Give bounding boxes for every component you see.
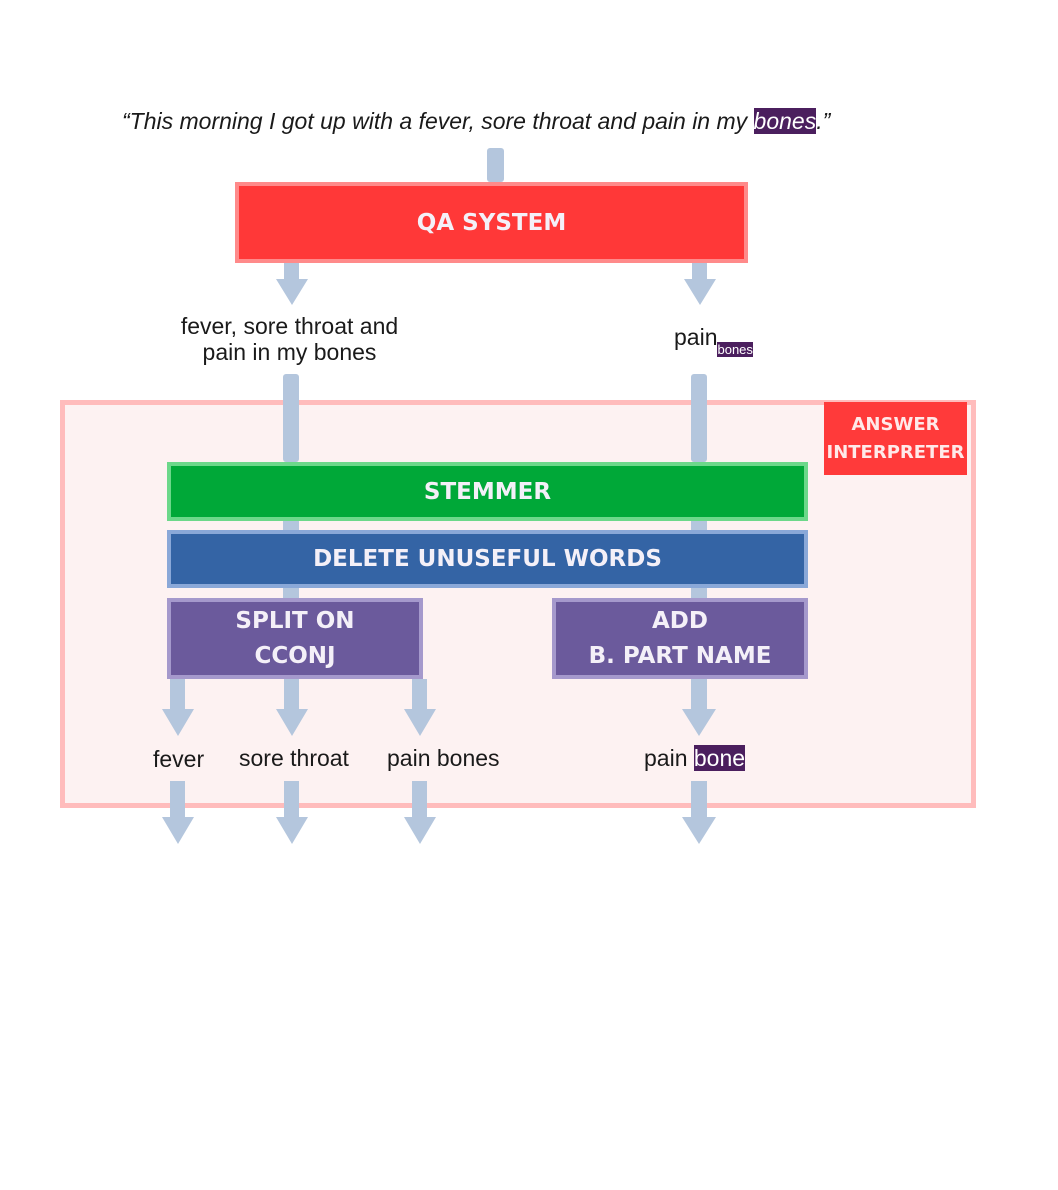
arrow-split-to-sore-throat [276, 679, 308, 736]
qa-output-right: painbones [674, 324, 753, 357]
input-quote: “This morning I got up with a fever, sor… [122, 108, 830, 135]
output-pain-bones: pain bones [387, 745, 500, 771]
quote-text-after: .” [816, 108, 831, 134]
connector-left-to-stemmer [283, 374, 299, 462]
delete-unuseful-words-label: DELETE UNUSEFUL WORDS [313, 546, 662, 572]
add-label-line1: ADD [652, 607, 708, 634]
answer-interpreter-label: ANSWER INTERPRETER [824, 402, 967, 475]
answer-interpreter-label-line1: ANSWER [851, 413, 940, 435]
split-label-line2: CCONJ [254, 642, 336, 669]
connector-stemmer-delete-right [691, 521, 707, 530]
split-label-line1: SPLIT ON [235, 607, 355, 634]
quote-highlight-word: bones [753, 108, 817, 134]
connector-delete-split [283, 588, 299, 598]
qa-output-left-line1: fever, sore throat and [180, 313, 399, 339]
output-bone-highlight: bone [693, 745, 746, 771]
output-sore-throat: sore throat [239, 745, 349, 771]
stemmer-label: STEMMER [423, 478, 552, 505]
delete-unuseful-words-box: DELETE UNUSEFUL WORDS [167, 530, 808, 588]
arrow-add-to-pain-bone [682, 679, 716, 736]
qa-output-right-word: pain [674, 324, 718, 350]
quote-text-before: “This morning I got up with a fever, sor… [122, 108, 754, 134]
arrow-qa-to-left-output [276, 263, 308, 305]
qa-system-box: QA SYSTEM [235, 182, 748, 263]
stemmer-box: STEMMER [167, 462, 808, 521]
output-fever: fever [153, 746, 205, 772]
answer-interpreter-label-line2: INTERPRETER [826, 441, 965, 463]
arrow-qa-to-right-output [684, 263, 716, 305]
arrow-split-to-fever [162, 679, 194, 736]
connector-stemmer-delete-left [283, 521, 299, 530]
connector-right-to-stemmer [691, 374, 707, 462]
split-on-cconj-box: SPLIT ON CCONJ [167, 598, 423, 679]
add-body-part-name-box: ADD B. PART NAME [552, 598, 808, 679]
connector-quote-to-qa [487, 148, 504, 182]
arrow-out-sore-throat [276, 781, 308, 844]
qa-output-right-subscript: bones [717, 342, 753, 357]
connector-delete-add [691, 588, 707, 598]
arrow-out-pain-bone [682, 781, 716, 844]
qa-system-label: QA SYSTEM [416, 209, 567, 236]
output-pain-word: pain [644, 745, 688, 771]
arrow-split-to-pain-bones [404, 679, 436, 736]
arrow-out-pain-bones [404, 781, 436, 844]
add-label-line2: B. PART NAME [588, 642, 772, 669]
arrow-out-fever [162, 781, 194, 844]
qa-output-left-line2: pain in my bones [202, 339, 377, 365]
output-pain-bone: pain bone [644, 745, 746, 772]
qa-output-left: fever, sore throat and pain in my bones [176, 313, 403, 365]
